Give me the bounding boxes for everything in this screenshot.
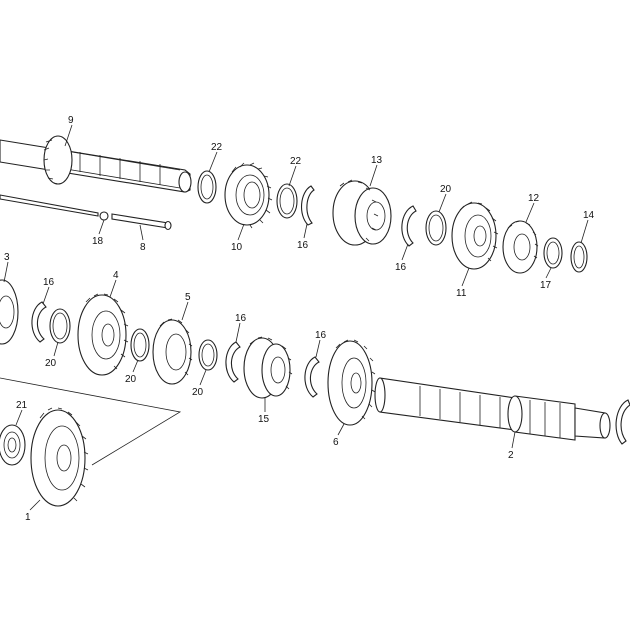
callout-20-upper: 20: [440, 184, 452, 195]
bearing-part-21: [0, 424, 26, 466]
callout-labels: 9 22 22 13 20 12 14 10 16 16 11 17 18 8 …: [4, 115, 595, 523]
push-rod-part-8: [0, 194, 172, 231]
callout-15: 15: [258, 414, 270, 425]
callout-1: 1: [25, 512, 31, 523]
gear-part-15: [243, 336, 293, 399]
callout-16-center: 16: [315, 330, 327, 341]
callout-16-middle: 16: [235, 313, 247, 324]
group-frame-lines: [0, 377, 182, 466]
callout-4: 4: [113, 270, 119, 281]
leader-lines: [3, 124, 589, 511]
gear-part-4: [77, 293, 129, 376]
circlip-part-16-middle: [225, 341, 241, 383]
callout-5: 5: [185, 292, 191, 303]
callout-9: 9: [68, 115, 74, 126]
thrust-washer-part-20-center: [198, 339, 218, 371]
callout-14: 14: [583, 210, 595, 221]
thrust-washer-part-17: [543, 237, 563, 269]
gear-part-12: [502, 220, 539, 274]
circlip-part-16-upper-right: [401, 205, 417, 247]
callout-20-mid: 20: [125, 374, 137, 385]
thrust-washer-part-20-left: [49, 308, 71, 344]
circlip-part-14: [570, 241, 588, 273]
callout-17: 17: [540, 280, 552, 291]
callout-16-upper-left: 16: [297, 240, 309, 251]
gear-part-5: [152, 318, 193, 385]
thrust-washer-part-20-upper: [425, 210, 447, 246]
callout-20-left: 20: [45, 358, 57, 369]
callout-10: 10: [231, 242, 243, 253]
callout-21: 21: [16, 400, 28, 411]
circlip-part-16-upper-left: [301, 185, 315, 226]
thrust-washer-part-22-right: [276, 183, 298, 219]
gear-part-13: [332, 179, 392, 246]
callout-12: 12: [528, 193, 540, 204]
thrust-washer-part-22-left: [197, 170, 217, 204]
gear-part-3: [0, 279, 19, 345]
callout-22-left: 22: [211, 142, 223, 153]
gear-part-10: [224, 162, 273, 229]
gear-part-1: [30, 407, 89, 507]
circlip-part-right-edge: [615, 399, 630, 445]
callout-16-upper-right: 16: [395, 262, 407, 273]
main-shaft-part-9: [0, 135, 192, 193]
callout-8: 8: [140, 242, 146, 253]
circlip-part-16-left: [31, 301, 47, 343]
thrust-washer-part-20-mid: [130, 328, 150, 362]
circlip-part-16-center: [304, 356, 320, 398]
counter-shaft-part-2: [374, 377, 611, 441]
callout-16-left: 16: [43, 277, 55, 288]
callout-13: 13: [371, 155, 383, 166]
callout-2: 2: [508, 450, 514, 461]
callout-22-right: 22: [290, 156, 302, 167]
callout-6: 6: [333, 437, 339, 448]
callout-3: 3: [4, 252, 10, 263]
callout-11: 11: [456, 288, 467, 299]
gear-part-6: [327, 339, 376, 426]
gear-part-11: [451, 201, 499, 270]
callout-20-center: 20: [192, 387, 204, 398]
callout-18: 18: [92, 236, 104, 247]
